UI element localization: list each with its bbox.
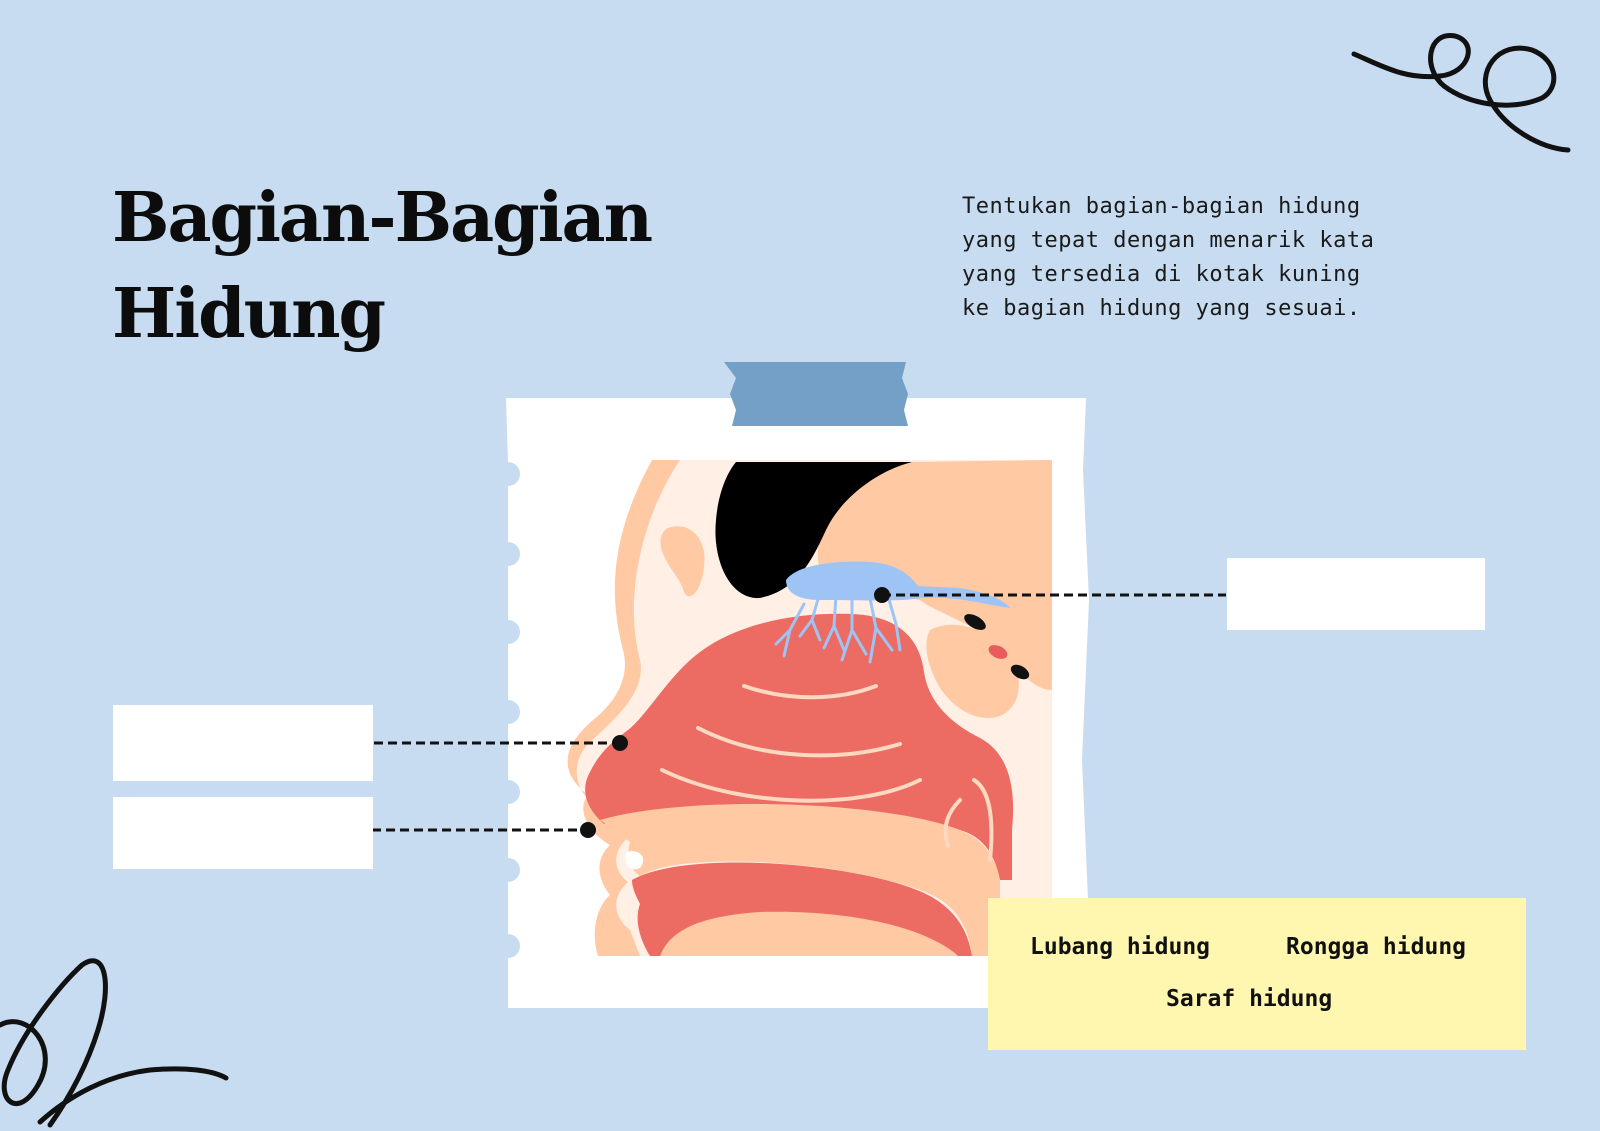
scribble-bottom-left-icon [0,958,229,1128]
page-title: Bagian-Bagian Hidung [112,170,653,362]
word-bank-card: Lubang hidung Rongga hidung Saraf hidung [988,898,1526,1050]
pointer-right [874,587,1226,603]
word-chip-lubang-hidung[interactable]: Lubang hidung [1030,934,1211,960]
instructions-line: Tentukan bagian-bagian hidung [962,194,1361,219]
answer-drop-box-lubang[interactable] [113,797,373,869]
instructions-line: ke bagian hidung yang sesuai. [962,296,1361,321]
word-chip-rongga-hidung[interactable]: Rongga hidung [1286,934,1467,960]
nose-illustration [540,456,1052,956]
answer-drop-box-rongga[interactable] [113,705,373,781]
pointer-left-bottom [372,822,596,838]
instructions-line: yang tersedia di kotak kuning [962,262,1361,287]
instructions-text: Tentukan bagian-bagian hidung yang tepat… [962,190,1482,326]
instructions-line: yang tepat dengan menarik kata [962,228,1375,253]
answer-drop-box-saraf[interactable] [1227,558,1485,630]
title-line-2: Hidung [112,274,386,354]
word-chip-saraf-hidung[interactable]: Saraf hidung [1166,986,1333,1012]
pointer-left-top [374,735,628,751]
tape [724,362,908,426]
scribble-top-right-icon [1351,33,1571,153]
title-line-1: Bagian-Bagian [112,178,653,258]
